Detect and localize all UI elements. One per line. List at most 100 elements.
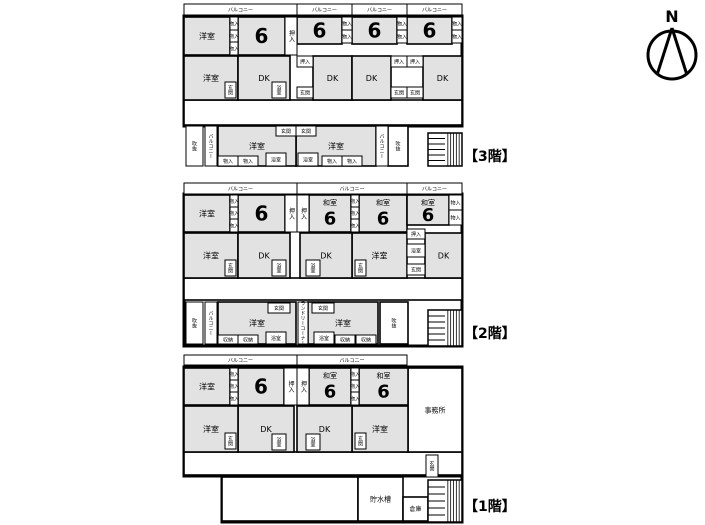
room-label: 浴室 xyxy=(303,156,313,163)
room-closet: 物入 xyxy=(341,29,353,44)
room-label: バルコニー xyxy=(340,186,365,192)
room-warehouse: 倉庫 xyxy=(402,496,429,522)
room-closet: 物入 xyxy=(229,29,239,43)
room-label: 玄関 xyxy=(410,89,420,96)
room-closet: 物入 xyxy=(229,379,239,393)
room-label: 和室 xyxy=(323,371,337,380)
room-closet: 物入 xyxy=(350,367,360,381)
room-closet: 物入 xyxy=(451,29,463,44)
room-closet: 物入 xyxy=(229,206,239,220)
room-closet: 物入 xyxy=(217,155,239,167)
room-entrance: 玄関 xyxy=(406,263,426,276)
room-label: バルコニー xyxy=(228,7,253,13)
room-closet: 物入 xyxy=(451,16,463,31)
room-entrance: 玄関 xyxy=(267,302,291,314)
room-label: バルコニー xyxy=(422,7,447,13)
room-label: 浴室 xyxy=(319,335,329,342)
room-balcony: バルコニー xyxy=(296,3,353,16)
room-label: 洋室 xyxy=(372,424,388,434)
room-label: 物入 xyxy=(350,222,360,229)
tatami-count: 6 xyxy=(313,19,327,43)
room-label: 吹抜 xyxy=(391,317,397,329)
room-label: 洋室 xyxy=(203,424,219,434)
room-label: DK xyxy=(437,74,449,83)
room-label: 物入 xyxy=(229,371,239,378)
room-label: 収納 xyxy=(243,336,253,343)
room-bath: 浴室 xyxy=(271,259,287,277)
room-label: DK xyxy=(258,251,270,260)
room-label: DK xyxy=(366,74,378,83)
tatami-count: 6 xyxy=(368,19,382,43)
tatami-count: 6 xyxy=(422,205,435,226)
room-six: 6 xyxy=(406,16,453,45)
room-label: 玄関 xyxy=(318,305,328,312)
room-label: 押入 xyxy=(288,207,295,220)
north-label: N xyxy=(665,7,678,26)
room-six: 6 xyxy=(237,367,285,406)
room-bath: 浴室 xyxy=(271,433,287,451)
floor-label-1f: 【1階】 xyxy=(464,498,516,515)
room-balcony: バルコニー xyxy=(351,3,408,16)
room-label: 浴室 xyxy=(310,436,316,447)
room-dk: DK xyxy=(424,232,463,279)
room-label: 物入 xyxy=(243,158,253,165)
room-label: 和室 xyxy=(377,371,391,380)
room-void: 吹抜 xyxy=(185,125,204,167)
room-closet: 物入 xyxy=(341,16,353,31)
room-entrance: 玄関 xyxy=(296,86,314,99)
room-label: 物入 xyxy=(350,198,360,205)
tatami-count: 6 xyxy=(324,382,337,403)
room-label: 物入 xyxy=(450,214,460,221)
room-bath: 浴室 xyxy=(271,81,287,99)
room-balcony: バルコニー xyxy=(183,3,298,16)
room-closet: 物入 xyxy=(229,41,239,56)
room-closet: 物入 xyxy=(396,16,408,31)
room-label: 貯水槽 xyxy=(370,495,391,504)
room-label: 物入 xyxy=(350,371,360,378)
room-balcony: バルコニー xyxy=(296,354,408,366)
room-bath: 浴室 xyxy=(406,243,426,258)
room-label: 押入 xyxy=(394,58,404,65)
room-void: 吹抜 xyxy=(379,301,409,345)
room-six: 6 xyxy=(237,16,286,56)
room-label: 物入 xyxy=(350,383,360,390)
room-label: 物入 xyxy=(229,222,239,229)
room-entrance: 玄関 xyxy=(224,81,237,99)
room-label: 洋室 xyxy=(249,318,265,328)
room-label: 押入 xyxy=(411,231,421,238)
room-closet: 物入 xyxy=(229,391,239,406)
room-jp6: 和室6 xyxy=(308,194,352,233)
staircase-icon xyxy=(427,132,463,167)
room-label: 押入 xyxy=(287,380,294,393)
room-oshiire: 押入 xyxy=(296,367,310,406)
room-label: 玄関 xyxy=(281,128,291,135)
room-label: 物入 xyxy=(350,395,360,402)
tatami-count: 6 xyxy=(377,209,390,230)
room-closet: 物入 xyxy=(229,367,239,381)
room-closet: 物入 xyxy=(350,391,360,406)
room-label: バルコニー xyxy=(228,358,253,364)
room-label: 物入 xyxy=(347,158,357,165)
room-balcony: バルコニー xyxy=(406,182,463,195)
room-label: 玄関 xyxy=(227,435,233,447)
room-label: バルコニー xyxy=(208,134,214,159)
room-closet: 物入 xyxy=(396,29,408,44)
room-closet: 物入 xyxy=(350,194,360,208)
room-label: DK xyxy=(319,425,331,434)
room-label: 玄関 xyxy=(357,262,363,274)
room-oshiire: 押入 xyxy=(296,55,314,68)
staircase-icon xyxy=(427,309,463,347)
room-closet: 物入 xyxy=(321,155,343,167)
room-storage: 収納 xyxy=(217,334,239,345)
tatami-count: 6 xyxy=(324,209,337,230)
room-oshiire: 押入 xyxy=(283,367,298,406)
room-label: 玄関 xyxy=(300,89,310,96)
room-label: 玄関 xyxy=(274,305,284,312)
room-void: 吹抜 xyxy=(185,301,204,345)
room-label: 物入 xyxy=(223,158,233,165)
room-six: 6 xyxy=(351,16,398,45)
tatami-count: 6 xyxy=(254,375,268,399)
room-entrance: 玄関 xyxy=(224,432,237,450)
